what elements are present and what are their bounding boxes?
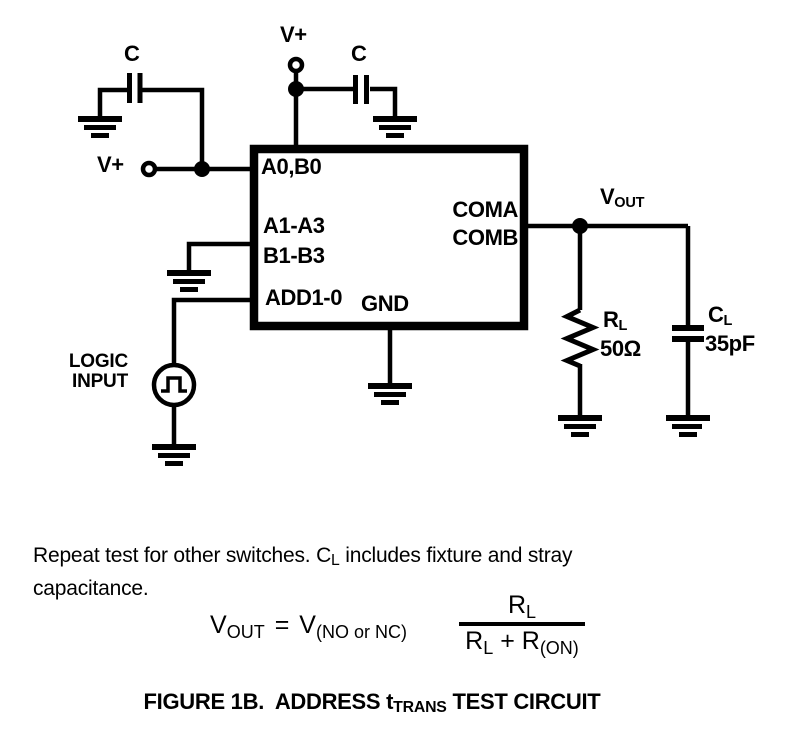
- den-r2-sub: (ON): [539, 638, 579, 659]
- vout-label: VOUT: [600, 184, 645, 212]
- formula-equals: =: [274, 611, 290, 639]
- rl-label: RL: [603, 307, 628, 335]
- formula-fraction: RL RL + R(ON): [452, 592, 592, 658]
- ic-pin-add-label: ADD1-0: [265, 285, 343, 310]
- cl-sub: L: [723, 313, 733, 330]
- rl-value: 50Ω: [600, 336, 641, 361]
- num-sub: L: [526, 602, 537, 623]
- ground-symbol: [167, 270, 211, 292]
- cl-label: CL: [708, 302, 733, 330]
- num-base: R: [507, 591, 527, 619]
- formula-lhs: VOUT=V(NO or NC): [210, 610, 407, 642]
- fraction-bar: [459, 622, 585, 626]
- ic-pin-a1a3-label: A1-A3: [263, 213, 325, 238]
- ic-body: [249, 144, 529, 331]
- junction-dot: [194, 161, 210, 177]
- rl-base: R: [603, 307, 619, 332]
- fraction-denominator: RL + R(ON): [452, 626, 592, 658]
- note-line1: Repeat test for other switches. CL inclu…: [33, 540, 573, 573]
- ground-symbol: [558, 415, 602, 437]
- ic-pin-a0b0-label: A0,B0: [261, 154, 322, 179]
- ground-symbol: [78, 116, 122, 138]
- caption-sub: TRANS: [393, 699, 447, 717]
- cap-left-label: C: [124, 41, 140, 66]
- ground-symbol: [152, 444, 196, 466]
- ground-symbol: [373, 116, 417, 138]
- ground-symbol: [666, 415, 710, 437]
- vplus-left-label: V+: [97, 152, 124, 177]
- logic-input-label: LOGIC INPUT: [69, 352, 128, 392]
- den-plus: +: [493, 627, 522, 655]
- vplus-terminal-left: [140, 160, 158, 178]
- note-line1-b: includes fixture and stray: [339, 544, 573, 567]
- cl-base: C: [708, 302, 724, 327]
- den-r1-base: R: [465, 627, 484, 655]
- vplus-top-label: V+: [280, 22, 307, 47]
- formula-v-base: V: [299, 611, 316, 639]
- capacitor-top-symbol: [353, 75, 369, 104]
- logic-input-line1: LOGIC: [68, 351, 128, 372]
- ground-symbol: [368, 383, 412, 405]
- note-text: Repeat test for other switches. CL inclu…: [33, 540, 573, 604]
- circuit-canvas: [78, 56, 710, 466]
- resistor-rl-symbol: [560, 307, 600, 369]
- capacitor-cl-symbol: [672, 325, 704, 342]
- fraction-numerator: RL: [452, 591, 592, 623]
- den-r2-base: R: [521, 627, 540, 655]
- logic-input-line2: INPUT: [71, 371, 128, 392]
- caption-part1: FIGURE 1B. ADDRESS t: [143, 689, 394, 714]
- den-r1-sub: L: [483, 638, 494, 659]
- ic-pin-b1b3-label: B1-B3: [263, 243, 325, 268]
- formula-v-sub: (NO or NC): [315, 622, 407, 643]
- wire: [97, 71, 691, 444]
- formula-vout-sub: OUT: [226, 622, 265, 643]
- rl-sub: L: [618, 318, 628, 335]
- ic-pin-coma-label: COMA: [452, 197, 518, 222]
- note-line1-sub: L: [331, 552, 340, 570]
- pulse-waveform-icon: [161, 376, 187, 393]
- pulse-source-symbol: [151, 362, 197, 408]
- vout-sub: OUT: [614, 195, 645, 212]
- junction-dot: [572, 218, 588, 234]
- caption-part2: TEST CIRCUIT: [446, 689, 601, 714]
- capacitor-left-symbol: [127, 73, 143, 103]
- note-line2: capacitance.: [33, 577, 149, 600]
- vout-base: V: [600, 184, 615, 209]
- cl-value: 35pF: [705, 331, 755, 356]
- formula-vout-base: V: [210, 611, 227, 639]
- note-line1-a: Repeat test for other switches. C: [33, 544, 332, 567]
- junction-dot: [288, 81, 304, 97]
- figure-caption: FIGURE 1B. ADDRESS tTRANS TEST CIRCUIT: [0, 689, 744, 717]
- vplus-terminal-top: [287, 56, 305, 74]
- ic-pin-comb-label: COMB: [452, 225, 518, 250]
- ic-pin-gnd-label: GND: [361, 291, 409, 316]
- cap-top-label: C: [351, 41, 367, 66]
